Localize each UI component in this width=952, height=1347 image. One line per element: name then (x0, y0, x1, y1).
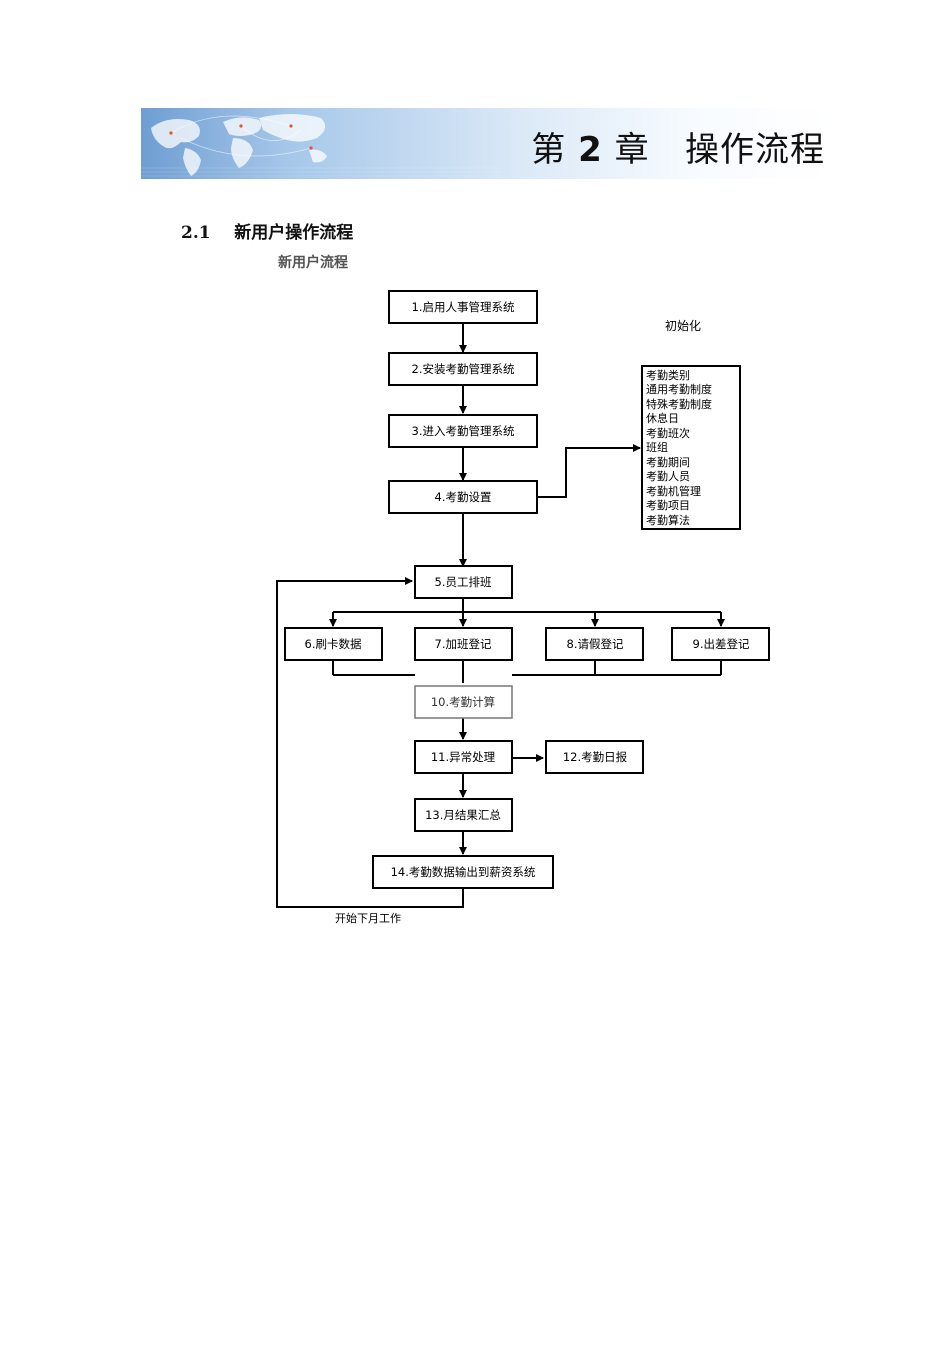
loop-label: 开始下月工作 (335, 911, 401, 925)
init-item: 考勤类别 (646, 368, 690, 382)
step-box-10: 10.考勤计算 (414, 685, 513, 719)
step-box-13: 13.月结果汇总 (414, 798, 513, 832)
step-label: 7.加班登记 (435, 637, 492, 651)
init-item: 考勤项目 (646, 499, 690, 512)
chapter-prefix: 第 (531, 130, 567, 170)
init-label: 初始化 (665, 319, 701, 333)
step-box-9: 9.出差登记 (671, 627, 770, 661)
init-item: 考勤期间 (646, 456, 690, 469)
step-label: 2.安装考勤管理系统 (412, 362, 515, 376)
step-label: 6.刷卡数据 (305, 637, 362, 651)
step-label: 9.出差登记 (693, 637, 750, 651)
step-label: 8.请假登记 (567, 637, 624, 651)
step-box-6: 6.刷卡数据 (284, 627, 383, 661)
step-label: 13.月结果汇总 (425, 808, 501, 822)
init-item: 考勤机管理 (646, 484, 701, 498)
step-box-8: 8.请假登记 (545, 627, 644, 661)
step-box-7: 7.加班登记 (414, 627, 513, 661)
init-item: 休息日 (646, 411, 679, 425)
flow-connectors (276, 323, 725, 908)
step-box-1: 1.启用人事管理系统 (388, 290, 538, 324)
step-label: 11.异常处理 (431, 750, 496, 764)
section-heading: 2.1 新用户操作流程 (181, 218, 353, 243)
chapter-title: 第 2 章 操作流程 (531, 122, 825, 171)
step-label: 10.考勤计算 (431, 695, 495, 709)
step-label: 3.进入考勤管理系统 (412, 424, 515, 438)
step-box-5: 5.员工排班 (414, 565, 513, 599)
init-item: 考勤算法 (646, 513, 690, 527)
chapter-name: 操作流程 (685, 130, 825, 170)
step-label: 5.员工排班 (435, 575, 492, 589)
step-box-4: 4.考勤设置 (388, 480, 538, 514)
step-box-14: 14.考勤数据输出到薪资系统 (372, 855, 554, 889)
init-item: 通用考勤制度 (646, 382, 712, 396)
init-item: 班组 (646, 440, 668, 454)
step-box-2: 2.安装考勤管理系统 (388, 352, 538, 386)
chapter-banner: 第 2 章 操作流程 (141, 108, 831, 179)
section-title: 新用户操作流程 (234, 223, 354, 243)
section-number: 2.1 (181, 223, 211, 243)
init-item: 特殊考勤制度 (646, 397, 712, 411)
flowchart-caption: 新用户流程 (278, 255, 348, 271)
step-box-3: 3.进入考勤管理系统 (388, 414, 538, 448)
step-label: 12.考勤日报 (563, 750, 628, 764)
step-box-11: 11.异常处理 (414, 740, 513, 774)
step-box-12: 12.考勤日报 (545, 740, 644, 774)
step-label: 4.考勤设置 (435, 490, 492, 504)
init-items-box: 考勤类别 通用考勤制度 特殊考勤制度 休息日 考勤班次 班组 考勤期间 考勤人员… (641, 365, 741, 530)
chapter-suffix: 章 (614, 130, 650, 170)
chapter-number: 2 (578, 130, 603, 170)
init-item: 考勤人员 (646, 470, 690, 483)
world-map-graphic (141, 114, 501, 177)
step-label: 14.考勤数据输出到薪资系统 (391, 865, 536, 879)
init-item: 考勤班次 (646, 426, 690, 440)
step-label: 1.启用人事管理系统 (412, 300, 515, 314)
